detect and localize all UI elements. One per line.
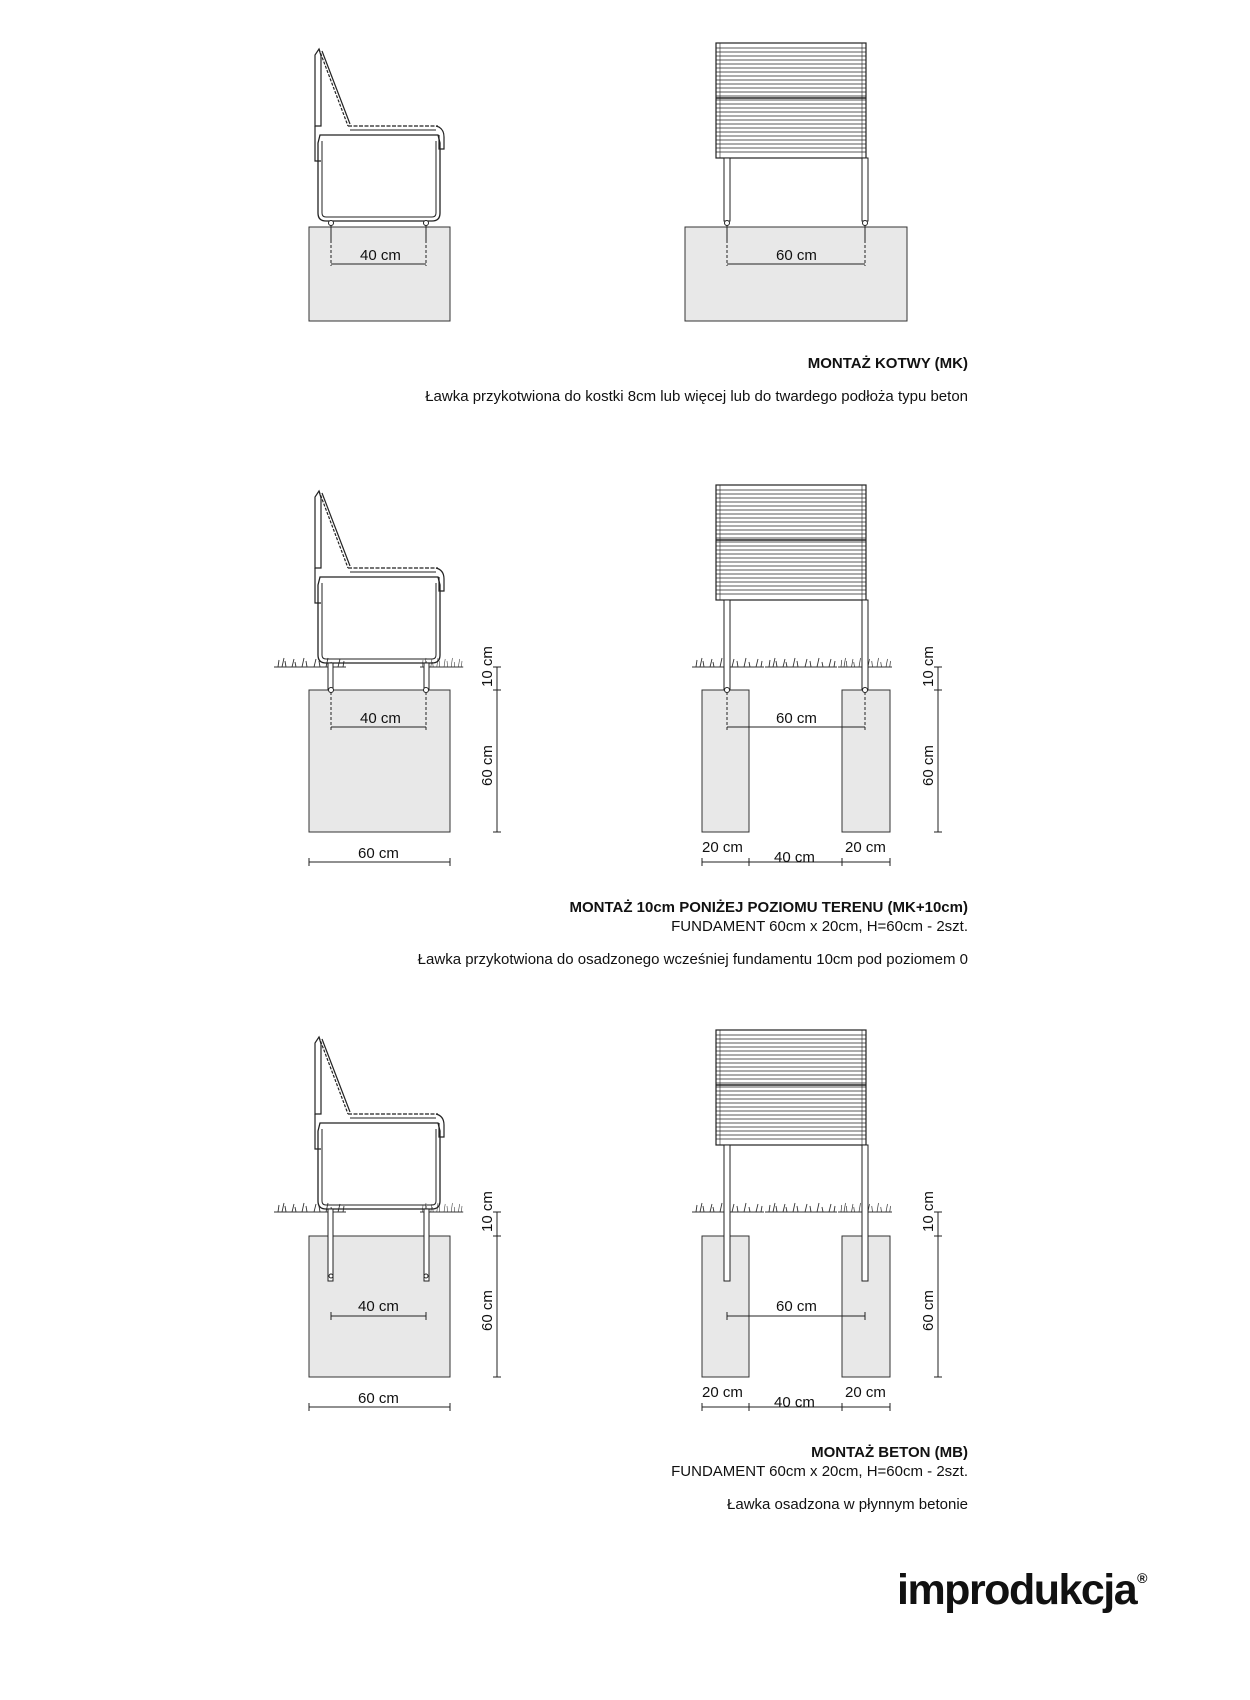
left-width-label: 20 cm [702, 839, 743, 856]
foundation-left [701, 689, 750, 833]
section-2-caption: MONTAŻ 10cm PONIŻEJ POZIOMU TERENU (MK+1… [418, 898, 968, 969]
section-spec: FUNDAMENT 60cm x 20cm, H=60cm - 2szt. [671, 1463, 968, 1480]
foundation-right [841, 689, 891, 833]
section-3-front-view: 60 cm 10 cm 60 cm 20 cm 40 cm 20 cm [691, 1029, 942, 1411]
section-title: MONTAŻ 10cm PONIŻEJ POZIOMU TERENU (MK+1… [569, 899, 968, 916]
section-2-side-view: 40 cm 10 cm 60 cm 60 cm [273, 490, 501, 866]
depth-label: 10 cm [920, 1191, 937, 1232]
right-width-label: 20 cm [845, 839, 886, 856]
section-1-side-view: 40 cm [308, 48, 451, 322]
registered-mark: ® [1137, 1570, 1147, 1586]
section-1-caption: MONTAŻ KOTWY (MK) Ławka przykotwiona do … [425, 354, 968, 406]
anchor-spacing-label: 60 cm [776, 710, 817, 727]
depth-label: 10 cm [479, 1191, 496, 1232]
section-spec: FUNDAMENT 60cm x 20cm, H=60cm - 2szt. [671, 918, 968, 935]
anchor-spacing-label: 40 cm [358, 1298, 399, 1315]
section-1-front-view: 60 cm [684, 42, 908, 322]
brand-logo: improdukcja® [897, 1566, 1147, 1615]
height-label: 60 cm [479, 1290, 496, 1331]
anchor-spacing-label: 40 cm [360, 247, 401, 264]
brand-name: improdukcja [897, 1566, 1138, 1614]
section-3-side-view: 40 cm 10 cm 60 cm 60 cm [273, 1036, 501, 1411]
section-description: Ławka osadzona w płynnym betonie [727, 1496, 968, 1513]
width-label: 60 cm [358, 845, 399, 862]
concrete-block [684, 226, 908, 322]
section-description: Ławka przykotwiona do kostki 8cm lub wię… [425, 388, 968, 405]
right-width-label: 20 cm [845, 1384, 886, 1401]
gap-label: 40 cm [774, 1394, 815, 1411]
depth-label: 10 cm [920, 646, 937, 687]
height-label: 60 cm [920, 745, 937, 786]
section-title: MONTAŻ BETON (MB) [811, 1444, 968, 1461]
height-label: 60 cm [920, 1290, 937, 1331]
anchor-spacing-label: 40 cm [360, 710, 401, 727]
concrete-block [308, 226, 451, 322]
anchor-spacing-label: 60 cm [776, 247, 817, 264]
section-title: MONTAŻ KOTWY (MK) [807, 355, 968, 372]
anchor-spacing-label: 60 cm [776, 1298, 817, 1315]
section-2-front-view: 60 cm 10 cm 60 cm 20 cm 40 cm 20 cm [691, 484, 942, 866]
gap-label: 40 cm [774, 849, 815, 866]
depth-label: 10 cm [479, 646, 496, 687]
width-label: 60 cm [358, 1390, 399, 1407]
left-width-label: 20 cm [702, 1384, 743, 1401]
height-label: 60 cm [479, 745, 496, 786]
section-description: Ławka przykotwiona do osadzonego wcześni… [417, 951, 968, 968]
section-3-caption: MONTAŻ BETON (MB) FUNDAMENT 60cm x 20cm,… [671, 1443, 968, 1514]
